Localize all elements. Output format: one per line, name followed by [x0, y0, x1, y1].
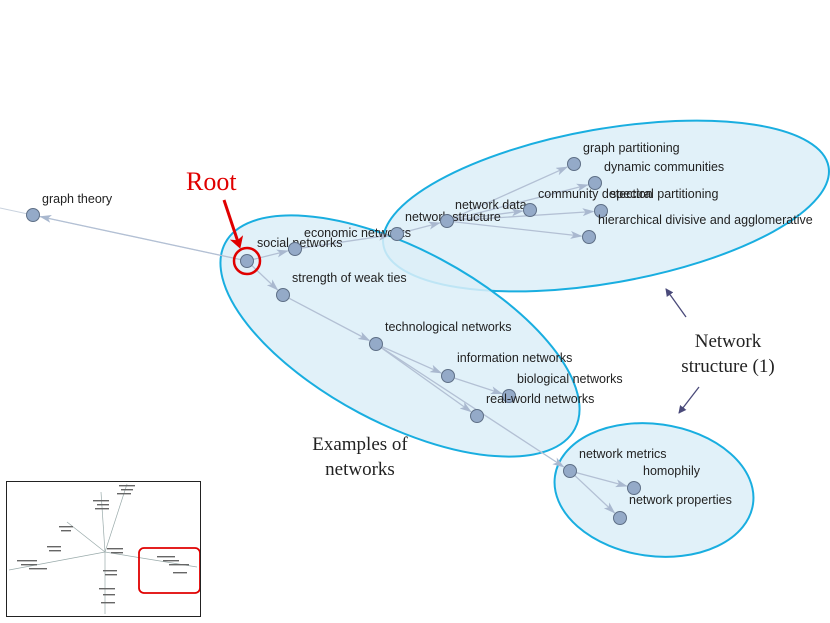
- node-circle[interactable]: [594, 204, 608, 218]
- edge-information-networks-to-biological-networks: [453, 377, 503, 395]
- node-network-properties[interactable]: network properties: [613, 493, 732, 525]
- node-circle[interactable]: [613, 511, 627, 525]
- callout-arrow-up: [665, 288, 687, 318]
- node-label: social networks: [257, 236, 342, 250]
- node-biological-networks[interactable]: biological networks: [502, 372, 623, 403]
- edge-network-structure-to-network-data: [403, 221, 441, 233]
- node-network-metrics[interactable]: network metrics: [563, 447, 667, 478]
- node-label: spectral partitioning: [610, 187, 718, 201]
- node-label: technological networks: [385, 320, 511, 334]
- node-circle[interactable]: [582, 230, 596, 244]
- node-circle[interactable]: [390, 227, 404, 241]
- node-label: information networks: [457, 351, 572, 365]
- node-circle[interactable]: [26, 208, 40, 222]
- edge-network-data-to-community-detection: [453, 208, 524, 221]
- node-label: strength of weak ties: [292, 271, 407, 285]
- node-community-detection[interactable]: community detection: [523, 187, 653, 217]
- node-circle[interactable]: [240, 254, 254, 268]
- root-label: Root: [186, 167, 237, 196]
- node-label: graph theory: [42, 192, 113, 206]
- node-label: biological networks: [517, 372, 623, 386]
- edge-strength-weak-ties-to-technological-networks: [288, 297, 371, 342]
- edge-technological-networks-to-network-metrics: [381, 347, 565, 468]
- node-label: real-world networks: [486, 392, 594, 406]
- edge-network-metrics-to-network-properties: [574, 474, 616, 514]
- minimap-overview[interactable]: [6, 481, 201, 617]
- node-economic-networks[interactable]: economic networks: [288, 226, 412, 256]
- edge-network-metrics-to-homophily: [576, 472, 628, 488]
- callout-examples-1: Examples of: [312, 434, 408, 455]
- node-label: community detection: [538, 187, 653, 201]
- node-label: dynamic communities: [604, 160, 724, 174]
- node-circle[interactable]: [441, 369, 455, 383]
- edge-network-data-to-spectral-partitioning: [453, 208, 595, 222]
- node-technological-networks[interactable]: technological networks: [369, 320, 512, 351]
- minimap-viewport[interactable]: [138, 547, 200, 594]
- callout-network-structure-2: structure (1): [681, 356, 774, 377]
- node-label: homophily: [643, 464, 701, 478]
- node-circle[interactable]: [563, 464, 577, 478]
- node-real-world-networks[interactable]: real-world networks: [470, 392, 595, 423]
- minimap-clusters: [17, 485, 189, 604]
- node-label: network properties: [629, 493, 732, 507]
- node-label: network data: [455, 198, 527, 212]
- node-network-structure[interactable]: network structure: [390, 210, 501, 241]
- edge-network-data-to-graph-partitioning: [452, 166, 569, 219]
- node-circle[interactable]: [288, 242, 302, 256]
- node-circle[interactable]: [440, 214, 454, 228]
- edge-network-data-to-hierarchical-divisive: [453, 221, 583, 239]
- edge-social-networks-to-graph-theory: [39, 214, 241, 261]
- node-graph-theory[interactable]: graph theory: [26, 192, 113, 222]
- edge-technological-networks-to-information-networks: [381, 346, 443, 374]
- cluster-network-metrics: [553, 422, 755, 558]
- node-label: network structure: [405, 210, 501, 224]
- cluster-examples-of-networks: [219, 214, 581, 458]
- node-graph-partitioning[interactable]: graph partitioning: [567, 141, 680, 171]
- node-circle[interactable]: [369, 337, 383, 351]
- root-pointer-arrow: [222, 199, 244, 249]
- node-information-networks[interactable]: information networks: [441, 351, 573, 383]
- edge-technological-networks-to-real-world-networks: [380, 347, 472, 413]
- node-circle[interactable]: [470, 409, 484, 423]
- node-circle[interactable]: [502, 389, 516, 403]
- node-dynamic-communities[interactable]: dynamic communities: [588, 160, 725, 190]
- node-circle[interactable]: [567, 157, 581, 171]
- node-homophily[interactable]: homophily: [627, 464, 701, 495]
- node-label: hierarchical divisive and agglomerative: [598, 213, 813, 227]
- callout-examples-2: networks: [325, 459, 395, 480]
- node-hierarchical-divisive[interactable]: hierarchical divisive and agglomerative: [582, 213, 813, 244]
- callout-network-structure-1: Network: [695, 331, 762, 352]
- edge-economic-networks-to-network-structure: [301, 232, 391, 249]
- node-circle[interactable]: [523, 203, 537, 217]
- node-spectral-partitioning[interactable]: spectral partitioning: [594, 187, 719, 218]
- callout-arrow-down: [678, 386, 700, 414]
- node-network-data[interactable]: network data: [440, 198, 527, 228]
- node-label: network metrics: [579, 447, 667, 461]
- node-social-networks[interactable]: social networks: [240, 236, 343, 268]
- root-highlight-ring[interactable]: [232, 246, 262, 276]
- edges-layer: [39, 166, 628, 514]
- edge-network-data-to-dynamic-communities: [453, 183, 589, 221]
- node-circle[interactable]: [627, 481, 641, 495]
- node-circle[interactable]: [588, 176, 602, 190]
- node-strength-weak-ties[interactable]: strength of weak ties: [276, 271, 407, 302]
- node-circle[interactable]: [276, 288, 290, 302]
- node-label: graph partitioning: [583, 141, 680, 155]
- node-label: economic networks: [304, 226, 411, 240]
